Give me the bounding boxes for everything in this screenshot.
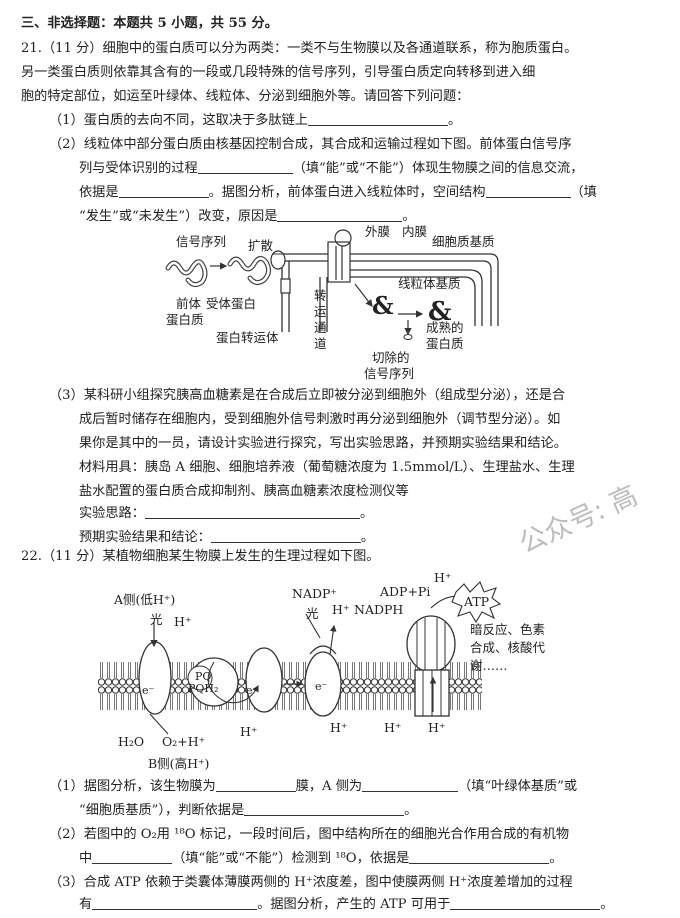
label-h-bottom-1: H⁺: [240, 724, 258, 739]
label-light-1: 光: [150, 612, 163, 627]
thylakoid-membrane-figure: A侧(低H⁺) 光 H⁺ PQ PQH₂ e⁻ e⁻ e⁻ NADP⁺ 光 H⁺…: [98, 570, 546, 771]
label-h2o: H₂O: [118, 734, 144, 749]
q22-part3-line1: （3）合成 ATP 依赖于类囊体薄膜两侧的 H⁺浓度差，图中使膜两侧 H⁺浓度差…: [49, 875, 573, 890]
label-precursor-2: 蛋白质: [166, 312, 204, 327]
answer-blank[interactable]: [197, 160, 293, 174]
section-header: 三、非选择题：本题共 5 小题，共 55 分。: [21, 16, 278, 31]
label-cut-2: 信号序列: [364, 366, 414, 381]
q21-part1: （1）蛋白质的去向不同，这取决于多肽链上。: [49, 112, 462, 128]
label-mature-2: 蛋白质: [426, 336, 464, 351]
label-cut-1: 切除的: [372, 350, 410, 365]
label-dark-3: 谢……: [470, 658, 508, 673]
answer-blank[interactable]: [450, 896, 601, 910]
label-mito-matrix: 线粒体基质: [398, 276, 461, 291]
answer-blank[interactable]: [277, 208, 403, 222]
q21-part2-line2: 列与受体识别的过程（填“能”或“不能”）体现生物膜之间的信息交流，: [79, 160, 584, 176]
label-atp: ATP: [463, 594, 489, 609]
q21-part3-line4: 材料用具：胰岛 A 细胞、细胞培养液（葡萄糖浓度为 1.5mmol/L）、生理盐…: [79, 460, 575, 475]
answer-blank[interactable]: [92, 850, 173, 864]
label-inner-membrane: 内膜: [402, 224, 427, 239]
label-light-2: 光: [306, 606, 319, 621]
answer-blank[interactable]: [485, 184, 571, 198]
q21-part3-line7: 预期实验结果和结论：。: [79, 529, 375, 545]
label-pq: PQ: [195, 670, 211, 683]
label-channel-3: 通: [314, 320, 327, 335]
answer-blank[interactable]: [144, 505, 360, 519]
answer-blank[interactable]: [118, 184, 209, 198]
q21-part3-line1: （3）某科研小组探究胰高血糖素是在合成后立即被分泌到细胞外（组成型分泌），还是合: [49, 388, 566, 403]
label-nadph: NADPH: [354, 602, 403, 617]
watermark: 公众号: 高: [514, 480, 643, 560]
label-b-side: B侧(高H⁺): [148, 756, 209, 771]
q21-part2-line3: 依据是。据图分析，前体蛋白进入线粒体时，空间结构（填: [79, 184, 597, 200]
label-channel-4: 道: [314, 336, 327, 351]
svg-text:&: &: [372, 291, 394, 320]
label-adp-pi: ADP+Pi: [379, 584, 430, 599]
label-e-2: e⁻: [246, 684, 259, 697]
label-channel-1: 转: [314, 288, 327, 303]
q22-part1-line1: （1）据图分析，该生物膜为膜，A 侧为（填“叶绿体基质”或: [49, 778, 578, 794]
q22-head: 22.（11 分）某植物细胞某生物膜上发生的生理过程如下图。: [21, 549, 380, 564]
label-outer-membrane: 外膜: [365, 224, 390, 239]
label-e-3: e⁻: [315, 680, 328, 693]
answer-blank[interactable]: [307, 112, 448, 126]
label-transporter: 蛋白转运体: [216, 330, 279, 345]
label-h-top: H⁺: [434, 570, 452, 585]
label-h-bottom-3: H⁺: [384, 720, 402, 735]
label-mature-1: 成熟的: [426, 320, 464, 335]
label-channel-2: 运: [314, 304, 327, 319]
q21-part3-line5: 盐水配置的蛋白质合成抑制剂、胰高血糖素浓度检测仪等: [79, 484, 409, 499]
q21-part3-line2: 成后暂时储存在细胞内，受到细胞外信号刺激时再分泌到细胞外（调节型分泌）。如: [79, 412, 561, 427]
q22-part2-line1: （2）若图中的 O₂用 ¹⁸O 标记，一段时间后，图中结构所在的细胞光合作用合成…: [49, 827, 570, 842]
mitochondria-protein-import-figure: & & 信号序列 扩散 外膜 内膜 细胞质基质 前体 蛋白质 受体蛋白 转 运 …: [165, 224, 499, 381]
answer-blank[interactable]: [210, 529, 361, 543]
q21-head: 21.（11 分）细胞中的蛋白质可以分为两类：一类不与生物膜以及各通道联系，称为…: [21, 41, 578, 56]
label-e-1: e⁻: [142, 684, 155, 697]
label-receptor: 受体蛋白: [206, 296, 256, 311]
q21-part2-line4: “发生”或“未发生”）改变，原因是。: [79, 208, 416, 224]
svg-text:&: &: [428, 297, 451, 327]
label-h-bottom-2: H⁺: [330, 720, 348, 735]
label-o2: O₂+H⁺: [162, 734, 205, 749]
q21-line3: 胞的特定部位，如运至叶绿体、线粒体、分泌到细胞外等。请回答下列问题：: [21, 89, 470, 104]
q21-part3-line3: 果你是其中的一员，请设计实验进行探究，写出实验思路，并预期实验结果和结论。: [79, 436, 567, 451]
answer-blank[interactable]: [244, 802, 405, 816]
q21-part2-line1: （2）线粒体中部分蛋白质由核基因控制合成，其合成和运输过程如下图。前体蛋白信号序: [49, 137, 572, 152]
q22-part2-line2: 中（填“能”或“不能”）检测到 ¹⁸O，依据是。: [79, 850, 563, 866]
label-pqh2: PQH₂: [188, 682, 218, 695]
answer-blank[interactable]: [362, 778, 459, 792]
label-dark-2: 合成、核酸代: [470, 640, 546, 655]
label-signal-seq: 信号序列: [176, 234, 226, 249]
label-h-1: H⁺: [174, 614, 192, 629]
label-dark-1: 暗反应、色素: [470, 622, 545, 637]
label-nadp: NADP⁺: [292, 586, 337, 601]
q21-part3-line6: 实验思路：。: [79, 505, 374, 521]
label-h-2: H⁺: [332, 602, 350, 617]
answer-blank[interactable]: [409, 850, 550, 864]
q22-part1-line2: “细胞质基质”），判断依据是。: [79, 802, 418, 818]
label-precursor-1: 前体: [176, 296, 202, 311]
q22-part3-line2: 有。据图分析，产生的 ATP 可用于。: [79, 896, 614, 912]
label-cytoplasm-matrix: 细胞质基质: [432, 234, 495, 249]
label-a-side: A侧(低H⁺): [113, 592, 175, 607]
label-diffuse: 扩散: [248, 238, 274, 253]
q21-line2: 另一类蛋白质则依靠其含有的一段或几段特殊的信号序列，引导蛋白质定向转移到进入细: [21, 65, 536, 80]
answer-blank[interactable]: [215, 778, 296, 792]
answer-blank[interactable]: [92, 896, 258, 910]
label-h-bottom-4: H⁺: [428, 720, 446, 735]
